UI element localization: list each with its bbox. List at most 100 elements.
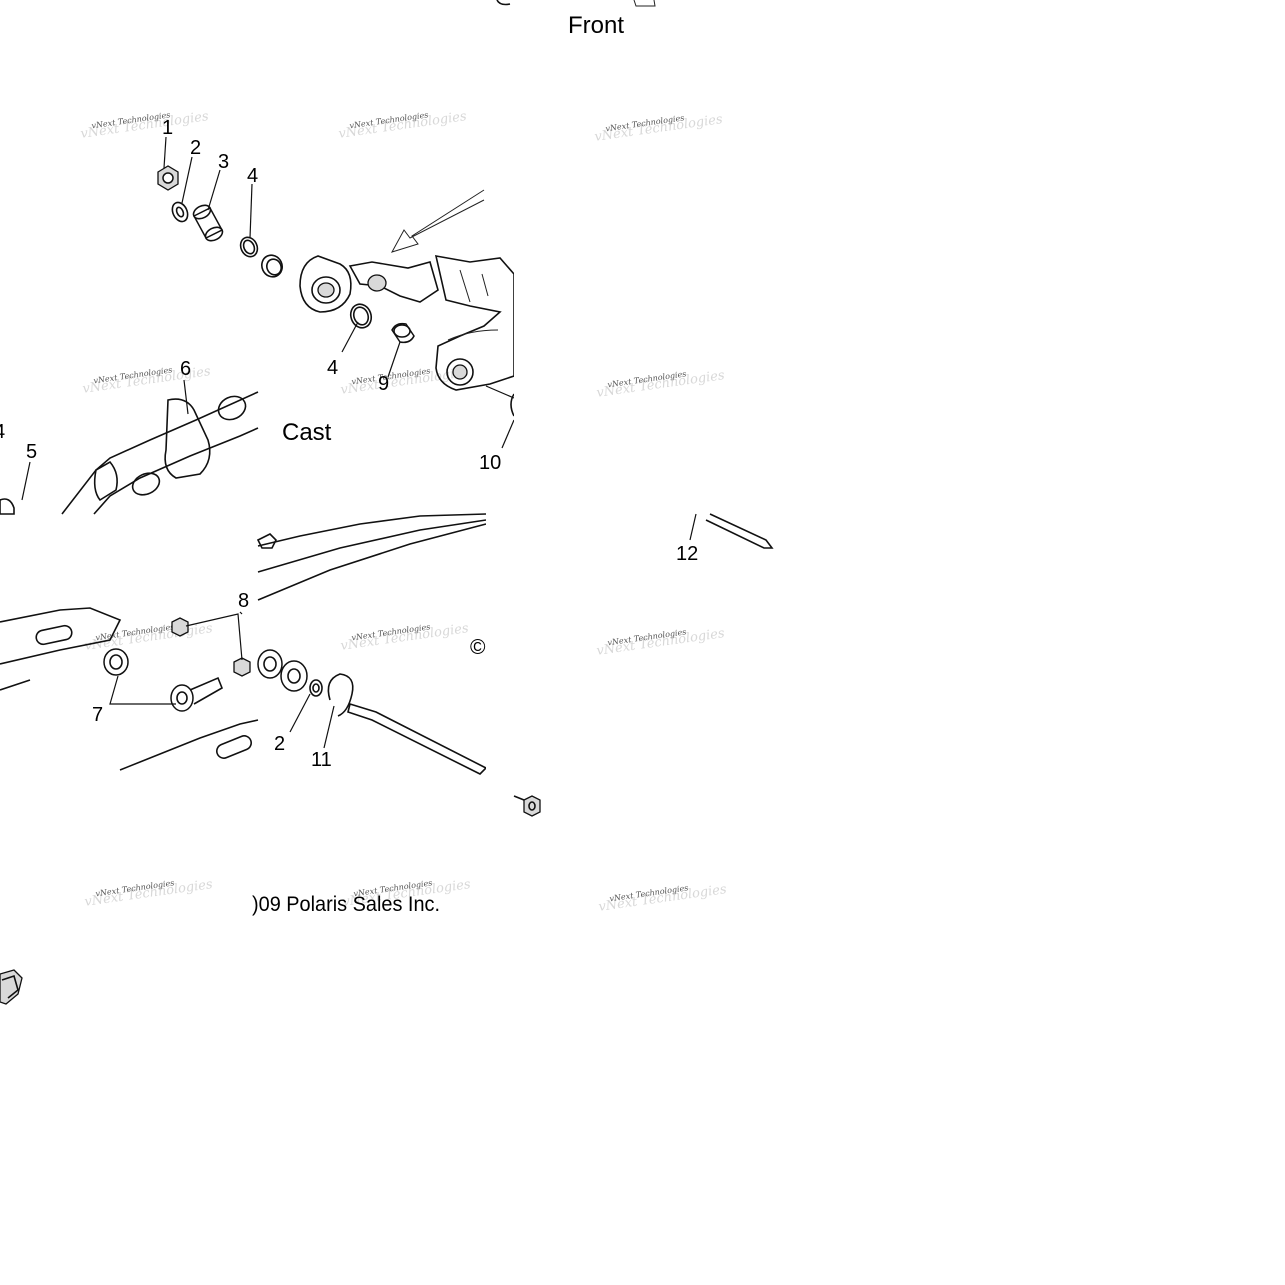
copyright-fragment-left: )09 Polaris Sales Inc. bbox=[252, 893, 440, 916]
callout-4: 4 bbox=[327, 357, 338, 379]
callout-12: 12 bbox=[676, 543, 698, 565]
leader-line bbox=[183, 379, 189, 415]
arm-fitting bbox=[256, 533, 277, 549]
leader-line bbox=[21, 461, 31, 501]
watermark-9: vNext Technologies vNext Technologies bbox=[596, 626, 726, 659]
housing-bore-inner bbox=[452, 364, 468, 380]
bearing-icon bbox=[257, 649, 283, 679]
arm-slot bbox=[35, 624, 73, 646]
bracket bbox=[348, 261, 439, 303]
nut-icon bbox=[513, 795, 541, 817]
leader-line bbox=[163, 136, 167, 169]
leader-line bbox=[323, 705, 335, 749]
pivot-lug bbox=[299, 255, 352, 313]
cast-label: Cast bbox=[282, 419, 332, 446]
housing-detail bbox=[447, 269, 499, 341]
washer-icon bbox=[309, 679, 323, 697]
arm-tab bbox=[93, 460, 118, 502]
arm-edge-inner bbox=[93, 427, 259, 515]
arm-slot bbox=[216, 735, 252, 759]
callouts: 1 2 3 4 4 4 5 6 7 8 9 10 2 11 12 bbox=[0, 117, 698, 771]
seal-icon bbox=[261, 254, 283, 278]
cast-swing-arm bbox=[0, 379, 259, 515]
leader-line bbox=[485, 385, 515, 399]
ring-fragment bbox=[510, 393, 515, 417]
leader-line bbox=[239, 611, 243, 615]
hardware-stack bbox=[157, 136, 283, 278]
seal-inner bbox=[352, 306, 370, 326]
leader-line bbox=[341, 321, 359, 353]
bolt-icon bbox=[170, 676, 224, 712]
watermark-3: vNext Technologies vNext Technologies bbox=[594, 112, 724, 145]
leader-line bbox=[207, 169, 221, 211]
shaft-right bbox=[689, 513, 774, 549]
arm-edge-top bbox=[61, 391, 259, 515]
callout-1: 1 bbox=[162, 117, 173, 139]
top-bracket-fragment bbox=[633, 0, 656, 7]
lower-arm-left bbox=[0, 607, 259, 771]
arm-boss bbox=[131, 472, 161, 496]
watermark-10: vNext Technologies vNext Technologies bbox=[84, 877, 214, 910]
seal-icon bbox=[349, 303, 373, 329]
watermark-4: vNext Technologies vNext Technologies bbox=[82, 364, 212, 397]
bottom-left-fragment bbox=[0, 969, 23, 1005]
callout-2: 2 bbox=[190, 137, 201, 159]
nut-icon bbox=[157, 165, 179, 191]
shaft-icon bbox=[705, 513, 774, 549]
callout-4: 4 bbox=[0, 421, 5, 443]
spacer-icon bbox=[103, 648, 129, 676]
bushing-end bbox=[393, 324, 411, 338]
watermark-8: vNext Technologies vNext Technologies bbox=[340, 621, 470, 654]
callout-3: 3 bbox=[218, 151, 229, 173]
callout-4: 4 bbox=[247, 165, 258, 187]
callout-7: 7 bbox=[92, 704, 103, 726]
front-label: Front bbox=[568, 12, 624, 39]
arm-edge bbox=[0, 679, 31, 691]
watermark-7: vNext Technologies vNext Technologies bbox=[84, 621, 214, 654]
callout-2: 2 bbox=[274, 733, 285, 755]
callout-11: 11 bbox=[311, 749, 332, 771]
leader-line bbox=[185, 613, 243, 661]
watermarks: vNext Technologies vNext Technologies vN… bbox=[80, 109, 728, 915]
leader-line bbox=[181, 156, 193, 204]
arm-gusset bbox=[164, 398, 211, 479]
watermark-2: vNext Technologies vNext Technologies bbox=[338, 109, 468, 142]
bushing-icon bbox=[192, 204, 224, 242]
arm-mid-edge bbox=[257, 519, 487, 573]
lower-arm-center bbox=[256, 513, 488, 775]
top-fragment bbox=[496, 0, 656, 7]
top-ring-fragment bbox=[496, 0, 511, 6]
leader-line bbox=[387, 341, 401, 378]
arm-lower-edge bbox=[119, 719, 259, 771]
housing-bore bbox=[446, 358, 474, 386]
watermark-12: vNext Technologies vNext Technologies bbox=[598, 882, 728, 915]
callout-10: 10 bbox=[479, 452, 501, 474]
callout-5: 5 bbox=[26, 441, 37, 463]
arm-window bbox=[217, 395, 247, 421]
arm-fragment bbox=[0, 498, 15, 515]
leader-line bbox=[501, 419, 515, 449]
nut-icon bbox=[171, 617, 189, 637]
seal-icon bbox=[239, 236, 259, 258]
callout-8: 8 bbox=[238, 590, 249, 612]
arm-top-edge bbox=[257, 513, 487, 547]
pivot-assembly bbox=[299, 189, 515, 449]
circlip-icon bbox=[327, 673, 354, 717]
shaft-icon bbox=[347, 702, 488, 775]
direction-arrow-icon bbox=[390, 189, 485, 253]
bearing-icon bbox=[280, 660, 308, 692]
arm-low-edge bbox=[257, 523, 487, 601]
callout-6: 6 bbox=[180, 358, 191, 380]
leader-line bbox=[109, 675, 176, 705]
nut-icon bbox=[233, 657, 251, 677]
pivot-bore-inner bbox=[317, 282, 335, 298]
watermark-6: vNext Technologies vNext Technologies bbox=[596, 368, 726, 401]
washer-icon bbox=[171, 201, 189, 223]
arm-body bbox=[0, 607, 122, 665]
leader-line bbox=[289, 693, 311, 733]
callout-9: 9 bbox=[378, 373, 389, 395]
tile-masks bbox=[486, 256, 518, 770]
leader-line bbox=[249, 183, 253, 239]
pivot-bore bbox=[311, 276, 341, 304]
